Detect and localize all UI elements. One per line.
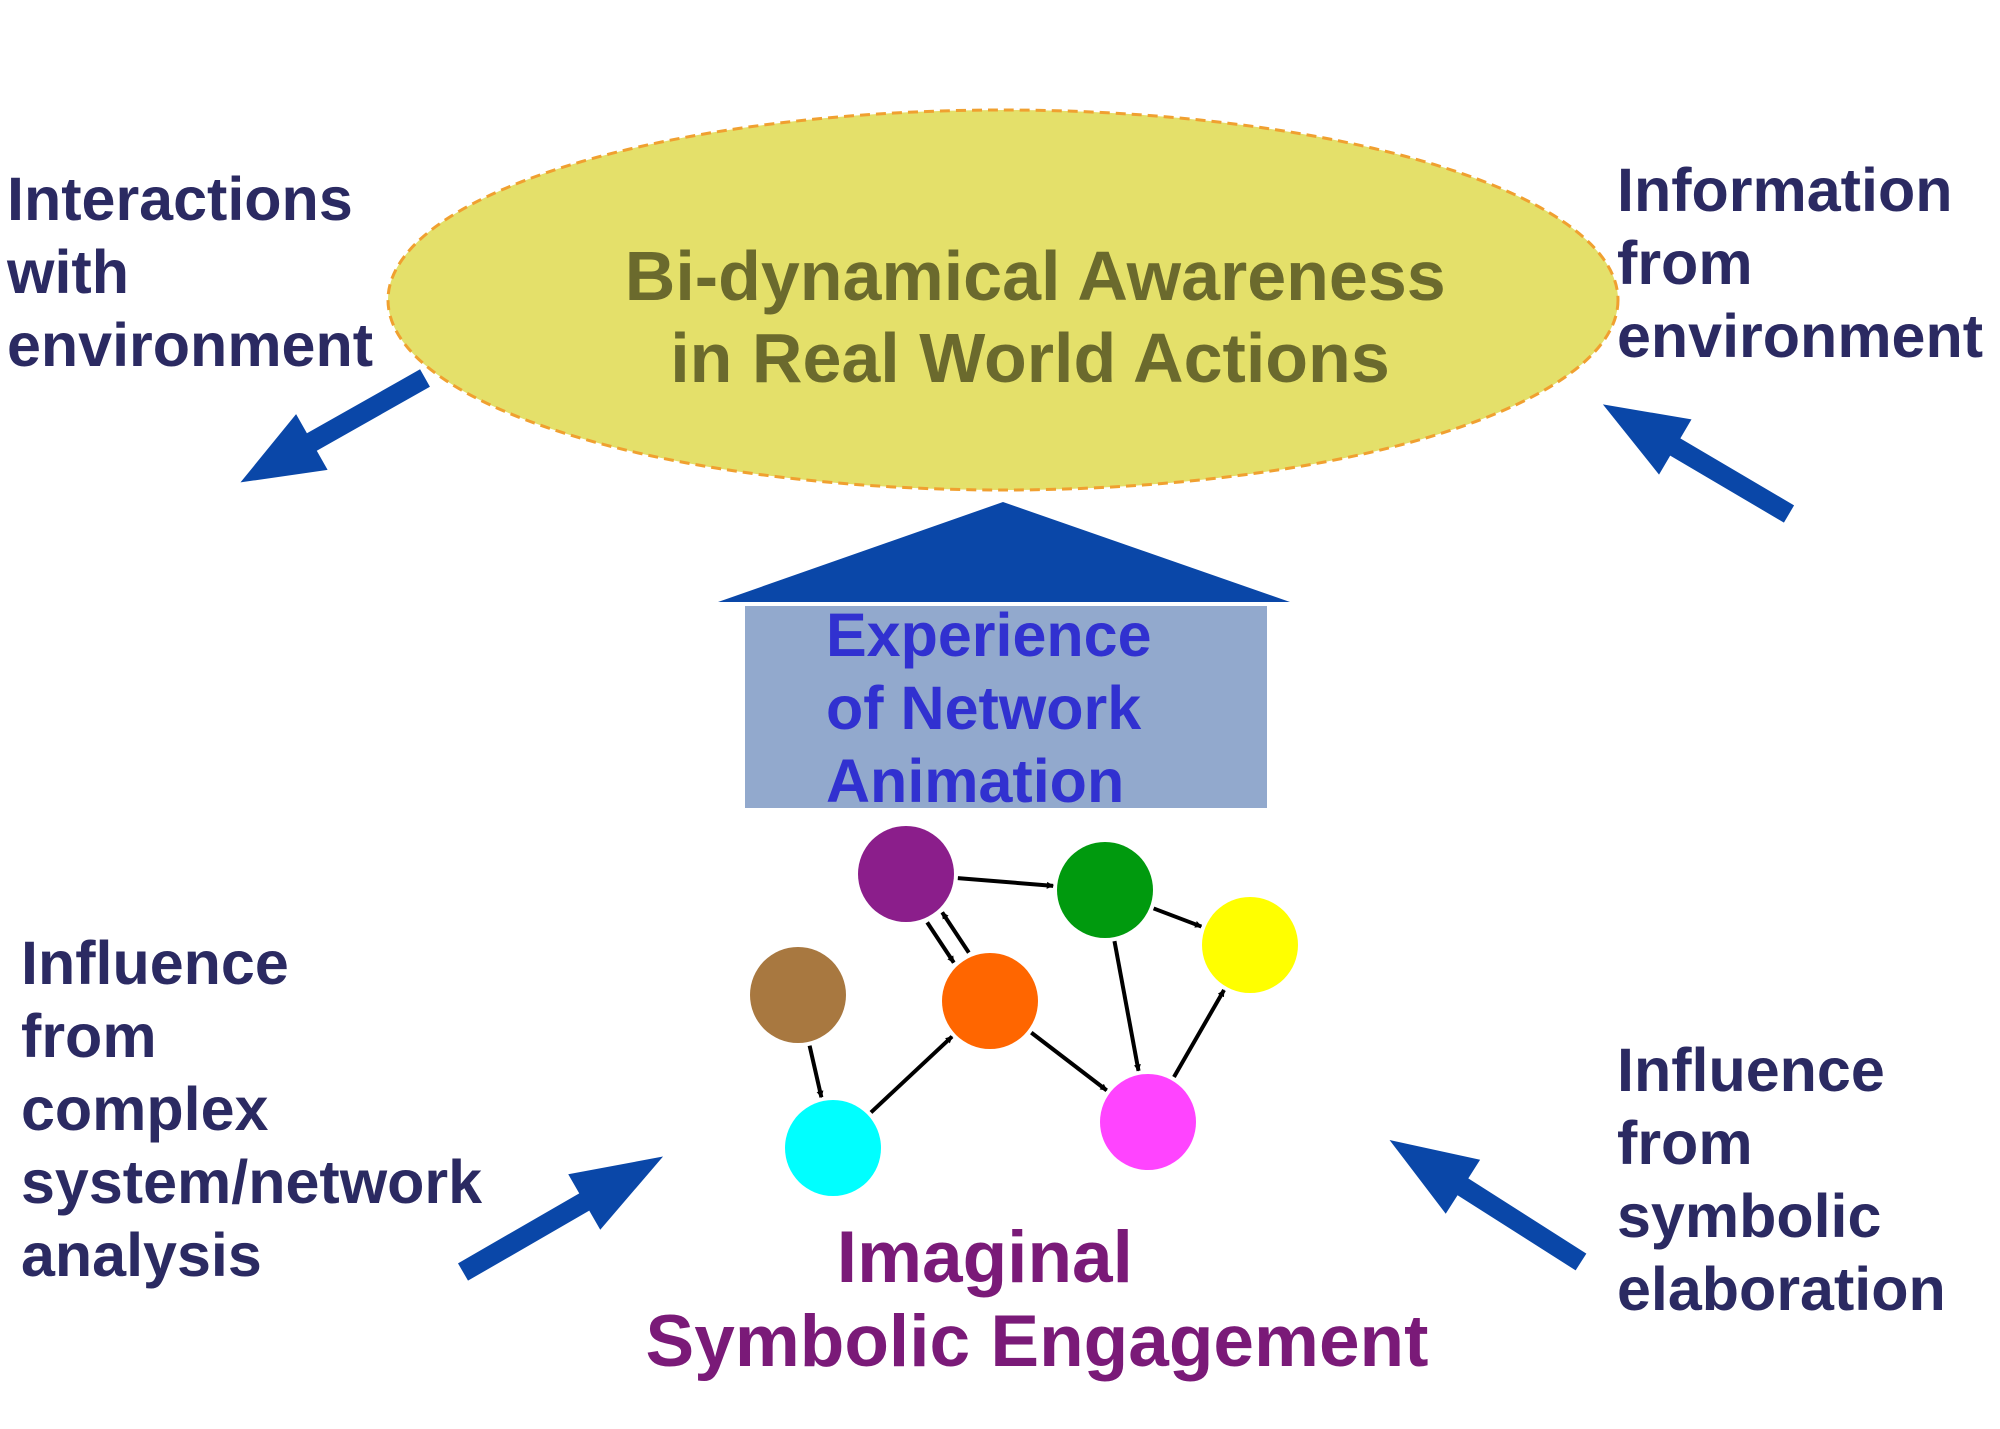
node-green <box>1057 842 1153 938</box>
top-right-line-1: Information <box>1617 156 1952 224</box>
ellipse-text: Bi-dynamical Awareness in Real World Act… <box>625 237 1465 397</box>
awareness-ellipse <box>386 108 1620 492</box>
box-line-1: Experience <box>826 601 1152 669</box>
bottom-line-1: Imaginal <box>837 1217 1133 1298</box>
node-brown <box>750 947 846 1043</box>
ellipse-line-1: Bi-dynamical Awareness <box>625 237 1446 315</box>
box-line-3: Animation <box>826 747 1124 815</box>
bottom-left-line-1: Influence <box>21 929 289 997</box>
edge-purple-to-green <box>957 876 1054 889</box>
experience-box <box>745 606 1267 808</box>
bottom-left-line-2: from <box>21 1002 157 1070</box>
edge-purple-to-orange <box>925 921 956 964</box>
network-nodes <box>750 826 1298 1196</box>
arrow-top-left <box>240 369 430 483</box>
bottom-left-line-5: analysis <box>21 1221 262 1289</box>
label-bottom: Imaginal Symbolic Engagement <box>646 1217 1429 1382</box>
node-yellow <box>1202 897 1298 993</box>
top-left-line-2: with <box>6 238 129 306</box>
edge-green-to-pink <box>1112 940 1141 1072</box>
bottom-right-line-4: elaboration <box>1617 1255 1946 1323</box>
label-top-right: Information from environment <box>1617 156 1983 370</box>
bottom-left-line-3: complex <box>21 1075 269 1143</box>
top-right-line-2: from <box>1617 229 1753 297</box>
edge-green-to-yellow <box>1152 906 1203 929</box>
edge-pink-to-yellow <box>1172 989 1226 1078</box>
ellipse-line-2: in Real World Actions <box>670 319 1390 397</box>
arrow-bottom-left <box>458 1156 664 1281</box>
bottom-line-2: Symbolic Engagement <box>646 1301 1429 1382</box>
node-orange <box>942 953 1038 1049</box>
node-pink <box>1100 1074 1196 1170</box>
label-bottom-right: Influence from symbolic elaboration <box>1617 1036 1946 1323</box>
bottom-right-line-1: Influence <box>1617 1036 1885 1104</box>
node-purple <box>858 826 954 922</box>
edge-brown-to-cyan <box>807 1045 824 1098</box>
box-line-2: of Network <box>826 674 1141 742</box>
up-arrow-head <box>718 502 1290 602</box>
top-right-line-3: environment <box>1617 302 1983 370</box>
edge-cyan-to-orange <box>869 1035 954 1114</box>
bottom-right-line-3: symbolic <box>1617 1182 1881 1250</box>
edge-orange-to-pink <box>1030 1031 1108 1092</box>
edge-orange-to-purple <box>940 911 971 954</box>
top-left-line-3: environment <box>7 311 373 379</box>
arrow-top-right <box>1602 404 1795 523</box>
network-edges <box>807 876 1226 1114</box>
bottom-left-line-4: system/network <box>21 1148 482 1216</box>
experience-text: Experience of Network Animation <box>826 601 1168 815</box>
node-cyan <box>785 1100 881 1196</box>
bottom-right-line-2: from <box>1617 1109 1753 1177</box>
top-left-line-1: Interactions <box>7 165 353 233</box>
label-bottom-left: Influence from complex system/network an… <box>21 929 499 1289</box>
label-top-left: Interactions with environment <box>6 165 373 379</box>
arrow-bottom-right <box>1389 1140 1587 1271</box>
